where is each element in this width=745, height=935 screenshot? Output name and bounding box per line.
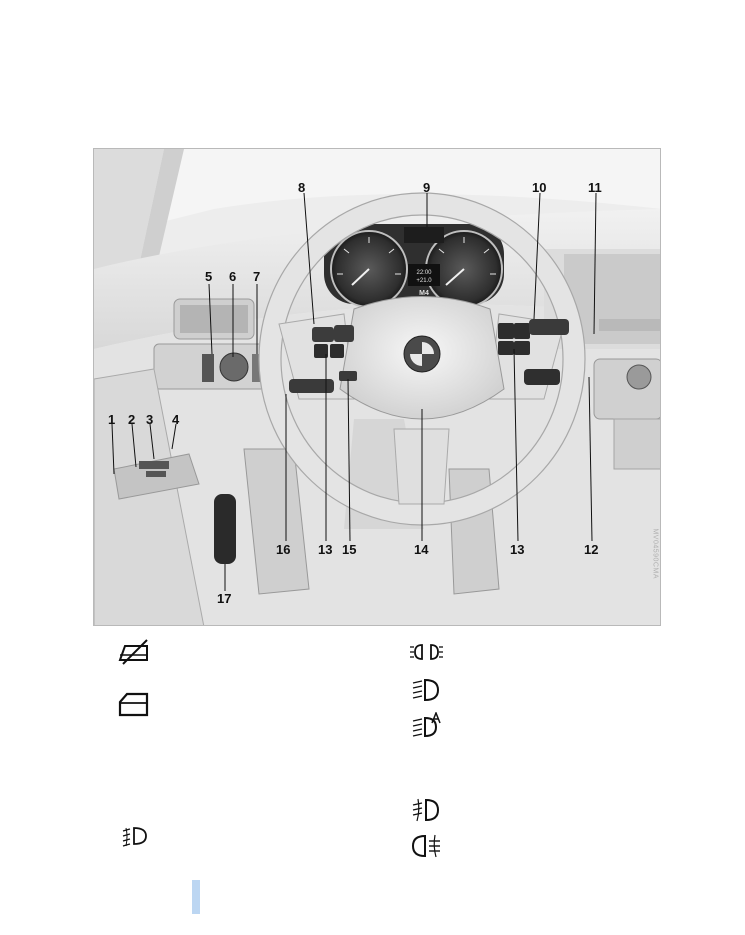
callout-15: 15 bbox=[342, 542, 357, 557]
rear-fog-front-icon bbox=[118, 822, 152, 850]
callout-3: 3 bbox=[146, 412, 154, 427]
callout-12: 12 bbox=[584, 542, 599, 557]
rear-fog-icon bbox=[410, 832, 444, 860]
front-fog-icon bbox=[410, 796, 444, 824]
parking-lights-icon bbox=[410, 638, 444, 666]
callout-6: 6 bbox=[229, 269, 237, 284]
callout-8: 8 bbox=[298, 180, 306, 195]
callout-13-left: 13 bbox=[318, 542, 333, 557]
callout-9: 9 bbox=[423, 180, 431, 195]
cluster-time: 22:00 bbox=[416, 270, 432, 276]
door-window-icon bbox=[117, 690, 151, 718]
cockpit-drawing: 22:00 +21.0 M4 bbox=[94, 149, 660, 625]
callout-13-right: 13 bbox=[510, 542, 525, 557]
callout-1: 1 bbox=[108, 412, 116, 427]
callout-7: 7 bbox=[253, 269, 261, 284]
callout-14: 14 bbox=[414, 542, 429, 557]
callout-11: 11 bbox=[588, 180, 602, 195]
cluster-temp: +21.0 bbox=[416, 278, 432, 284]
callout-17: 17 bbox=[217, 591, 232, 606]
callout-2: 2 bbox=[128, 412, 136, 427]
callout-16: 16 bbox=[276, 542, 291, 557]
low-beam-icon bbox=[410, 676, 444, 704]
callout-5: 5 bbox=[205, 269, 213, 284]
page-edge-marker bbox=[192, 880, 200, 914]
callout-10: 10 bbox=[532, 180, 547, 195]
callout-4: 4 bbox=[172, 412, 180, 427]
automatic-headlight-icon bbox=[410, 712, 444, 740]
image-code: MV04590CMA bbox=[652, 528, 659, 579]
cluster-gear: M4 bbox=[419, 290, 429, 297]
window-lockout-icon bbox=[117, 638, 151, 666]
cockpit-illustration: 22:00 +21.0 M4 bbox=[93, 148, 661, 626]
